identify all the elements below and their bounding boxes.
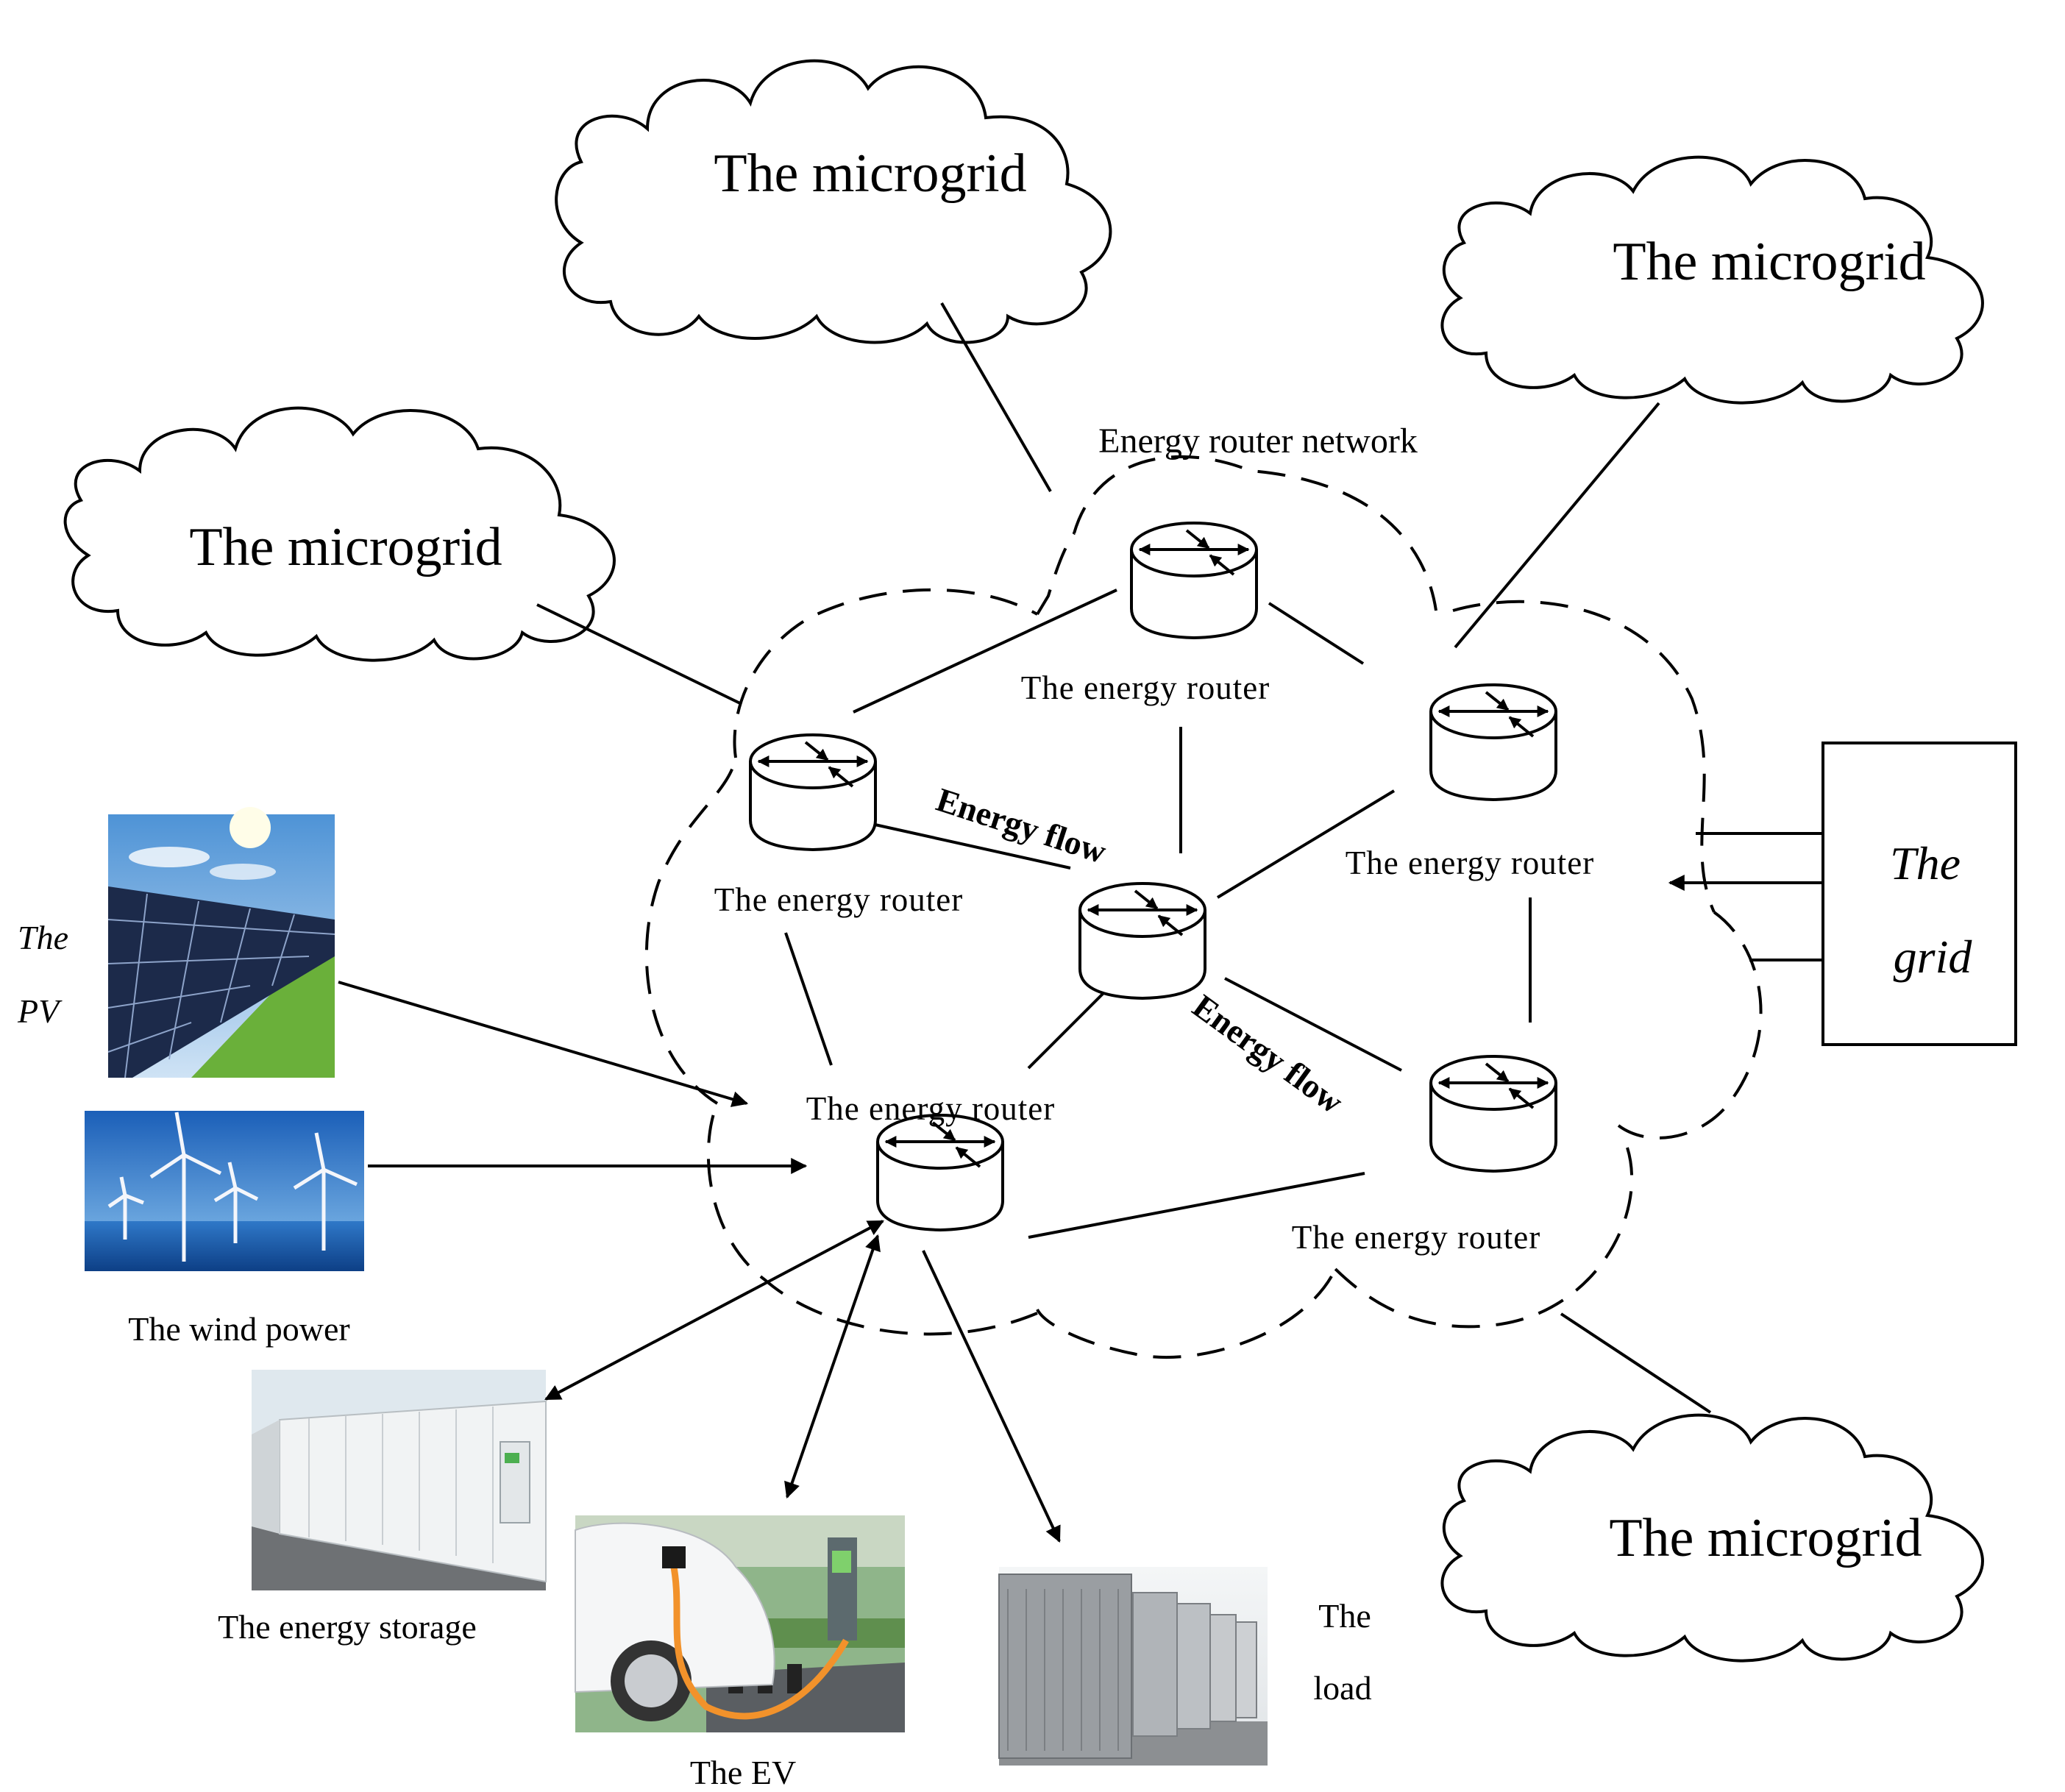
router-label: The energy router (714, 881, 964, 918)
grid-box: The grid (1821, 742, 2017, 1046)
pv-to-router-arrow (338, 981, 749, 1107)
router-label: The energy router (1346, 845, 1595, 881)
microgrid-cloud-right: The microgrid (1440, 155, 1984, 405)
microgrid-label: The microgrid (189, 517, 502, 577)
router-label: The energy router (1021, 669, 1270, 706)
microgrid-cloud-top: The microgrid (555, 59, 1112, 344)
router-left: The energy router (714, 735, 964, 918)
wind-power-label: The wind power (128, 1310, 349, 1348)
router-center-bottom-right: The energy router (1292, 1056, 1556, 1256)
microgrid-label: The microgrid (1609, 1508, 1922, 1568)
microgrid-cloud-left: The microgrid (63, 406, 616, 662)
energy-storage-image (252, 1370, 547, 1590)
router-label: The energy router (806, 1090, 1056, 1127)
router-icon (1431, 1056, 1556, 1171)
router-label: The energy router (1292, 1219, 1541, 1256)
router-icon (878, 1115, 1003, 1230)
router-icon (1431, 685, 1556, 800)
energy-arrows (338, 981, 1061, 1543)
microgrid-label: The microgrid (714, 143, 1026, 204)
load-image (998, 1567, 1268, 1766)
router-center (1080, 883, 1205, 998)
router-links (784, 589, 1532, 1239)
energy-flow-label: Energy flow (1186, 987, 1350, 1121)
network-boundary (644, 455, 1763, 1359)
router-to-load-arrow (922, 1250, 1061, 1543)
router-icon (1131, 523, 1257, 638)
ev-image (575, 1515, 905, 1732)
router-hub: The energy router (806, 1090, 1056, 1230)
microgrid-label: The microgrid (1613, 232, 1925, 292)
router-right: The energy router (1346, 685, 1595, 881)
router-top: The energy router (1021, 523, 1270, 706)
grid-label-line1: The (1890, 837, 1961, 889)
router-icon (1080, 883, 1205, 998)
pv-label-line1: The (18, 919, 68, 956)
ev-label: The EV (690, 1754, 796, 1791)
grid-connectors (1668, 832, 1823, 961)
ev-router-arrow (784, 1234, 881, 1499)
energy-storage-label: The energy storage (218, 1608, 477, 1646)
load-label-line1: The (1318, 1597, 1371, 1635)
pv-image (107, 807, 335, 1078)
grid-label-line2: grid (1894, 931, 1973, 983)
wind-power-image (85, 1111, 364, 1271)
network-label: Energy router network (1098, 422, 1418, 461)
router-icon (750, 735, 875, 850)
storage-router-arrow (544, 1220, 884, 1401)
microgrid-cloud-bottom: The microgrid (1440, 1413, 1984, 1663)
microgrid-connectors (536, 302, 1712, 1414)
pv-label-line2: PV (17, 992, 63, 1030)
load-label-line2: load (1313, 1669, 1371, 1707)
